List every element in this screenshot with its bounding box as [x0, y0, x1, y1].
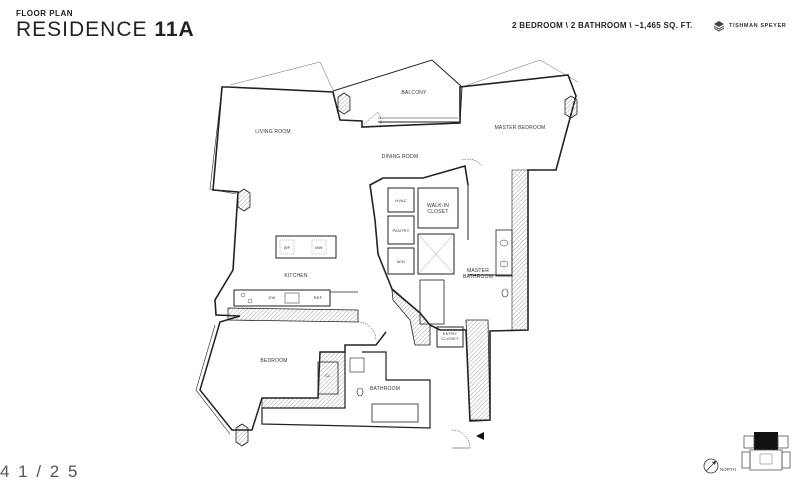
kitchen-counter [233, 289, 331, 307]
column-west [237, 188, 251, 212]
room-label-kitchen: KITCHEN [284, 273, 308, 279]
fixture-label-wf: WF [283, 245, 291, 250]
room-label-bedroom: BEDROOM [260, 358, 288, 364]
column-sw [235, 423, 249, 447]
room-label-walk-in-closet: WALK-IN CLOSET [426, 203, 450, 215]
core-hatch-east [465, 319, 491, 421]
room-label-cl: CL [325, 373, 331, 378]
west-facade [212, 86, 241, 317]
residence-title: RESIDENCE 11A [16, 18, 195, 42]
plan-kicker: FLOOR PLAN [16, 9, 73, 18]
residence-title-light: RESIDENCE [16, 18, 155, 41]
fixture-label-mw: MW [315, 245, 323, 250]
column-ne [564, 95, 578, 119]
bathroom-walls [261, 351, 431, 429]
room-label-entry-closet: ENTRY CLOSET [441, 331, 459, 341]
shower-stall [417, 233, 455, 275]
room-label-pantry: PANTRY [392, 228, 410, 233]
door-bedroom [357, 321, 377, 341]
door-master-bedroom [461, 158, 483, 167]
door-balcony [361, 111, 382, 129]
entry-arrow-icon [476, 432, 484, 440]
brand-logo: TISHMAN SPEYER [713, 20, 793, 34]
brand-name: TISHMAN SPEYER [729, 23, 787, 29]
room-label-master-bedroom: MASTER BEDROOM [494, 125, 546, 131]
fixture-label-ref: REF [313, 295, 323, 300]
core-hatch-west [391, 289, 431, 346]
room-label-wd: W/D [396, 259, 406, 264]
bottom-watermark: 4 1 / 2 5 [0, 462, 80, 481]
core-hatch-ne [511, 169, 529, 331]
residence-title-bold: 11A [154, 18, 195, 41]
pantry-room [387, 215, 415, 245]
fixture-label-dw: DW [268, 295, 276, 300]
kitchen-island [275, 235, 337, 259]
wd-room [387, 247, 415, 275]
column-balcony [337, 92, 351, 115]
walk-in-closet-room [417, 187, 459, 229]
bedroom-walls [199, 315, 387, 431]
room-label-master-bathroom: MASTER BATHROOM [462, 268, 494, 280]
unit-specs: 2 BEDROOM \ 2 BATHROOM \ ~1,465 SQ. FT. [512, 21, 693, 30]
key-plan [741, 432, 791, 471]
bedroom-closet [317, 361, 339, 395]
room-label-balcony: BALCONY [401, 90, 427, 96]
kitchen-hatch [227, 307, 359, 323]
room-label-dining-room: DINING ROOM [381, 154, 419, 160]
hvac-room [387, 187, 415, 213]
north-arrow-icon [703, 458, 719, 474]
north-label: NORTH [720, 467, 736, 472]
room-label-living-room: LIVING ROOM [255, 129, 291, 135]
entry-closet-room [436, 326, 464, 348]
door-entry [451, 429, 471, 449]
brand-mark-icon [713, 21, 725, 32]
bathtub [371, 403, 419, 423]
room-label-hvac: HVAC [395, 198, 407, 203]
room-label-bathroom: BATHROOM [369, 386, 401, 392]
